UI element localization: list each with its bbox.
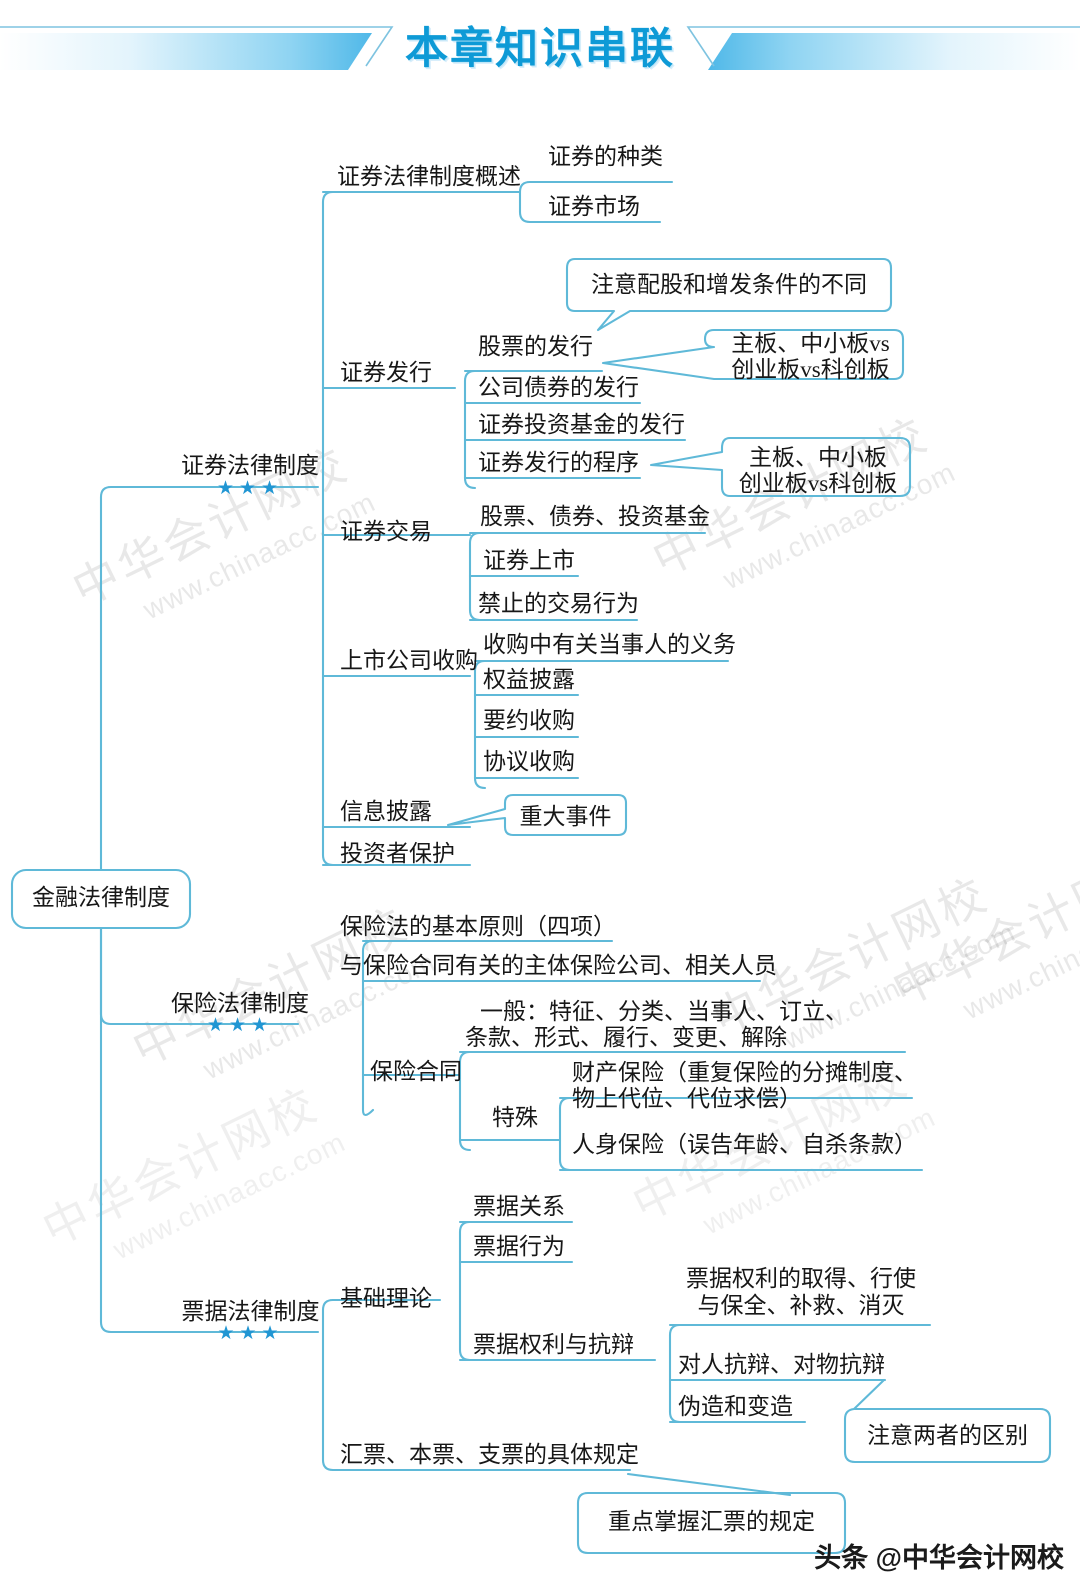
node-forgery-alteration: 伪造和变造 bbox=[678, 1394, 793, 1419]
node-general-contract-line1: 一般：特征、分类、当事人、订立、 bbox=[480, 999, 848, 1024]
node-stock-issuance: 股票的发行 bbox=[478, 334, 593, 359]
banner-band-left bbox=[0, 33, 372, 70]
node-basic-theory: 基础理论 bbox=[340, 1286, 432, 1311]
callout-board-compare-1-line1: 主板、中小板vs bbox=[731, 331, 890, 356]
brand-watermark: 头条 @中华会计网校 bbox=[814, 1536, 1064, 1575]
node-bill-rights-acquisition-line1: 票据权利的取得、行使 bbox=[686, 1266, 916, 1291]
banner-outline-left bbox=[0, 26, 394, 67]
branch-insurance-label: 保险法律制度 bbox=[171, 991, 309, 1016]
node-tender-offer: 要约收购 bbox=[483, 708, 575, 733]
node-securities-overview: 证券法律制度概述 bbox=[337, 164, 521, 189]
node-property-insurance-line1: 财产保险（重复保险的分摊制度、 bbox=[572, 1060, 917, 1085]
node-fund-issuance: 证券投资基金的发行 bbox=[478, 412, 685, 437]
node-negotiated-acquisition: 协议收购 bbox=[483, 749, 575, 774]
callout-board-compare-1-line2: 创业板vs科创板 bbox=[731, 357, 890, 382]
node-acquirer-obligations: 收购中有关当事人的义务 bbox=[483, 632, 736, 657]
banner-outline-right bbox=[686, 26, 1080, 67]
branch-securities-stars: ★★★ bbox=[216, 477, 284, 499]
brand-prefix: 头条 bbox=[814, 1543, 869, 1573]
banner-band-right bbox=[708, 33, 1080, 70]
brand-name: @中华会计网校 bbox=[875, 1543, 1064, 1573]
node-bill-rights-defense: 票据权利与抗辩 bbox=[473, 1332, 634, 1357]
node-bill-relationship: 票据关系 bbox=[473, 1194, 565, 1219]
branch-insurance-stars: ★★★ bbox=[206, 1014, 274, 1036]
node-bill-rights-acquisition-line2: 与保全、补救、消灭 bbox=[697, 1293, 905, 1318]
node-property-insurance-line2: 物上代位、代位求偿） bbox=[572, 1086, 802, 1111]
node-special-contract: 特殊 bbox=[492, 1105, 538, 1130]
node-securities-market: 证券市场 bbox=[548, 194, 640, 219]
branch-negotiable-stars: ★★★ bbox=[217, 1322, 284, 1344]
branch-securities-label: 证券法律制度 bbox=[181, 453, 319, 478]
node-information-disclosure: 信息披露 bbox=[340, 799, 432, 824]
node-securities-listing: 证券上市 bbox=[483, 548, 575, 573]
callout-major-events: 重大事件 bbox=[519, 804, 612, 829]
node-issuance-procedure: 证券发行的程序 bbox=[478, 450, 639, 475]
node-investor-protection: 投资者保护 bbox=[340, 841, 455, 866]
callout-focus-draft: 重点掌握汇票的规定 bbox=[608, 1509, 815, 1534]
branch-negotiable-label: 票据法律制度 bbox=[181, 1299, 320, 1324]
node-insurance-contract: 保险合同 bbox=[370, 1059, 462, 1084]
node-draft-promissory-check: 汇票、本票、支票的具体规定 bbox=[340, 1442, 639, 1467]
callout-rights-issue-note: 注意配股和增发条件的不同 bbox=[591, 272, 867, 297]
callout-board-compare-2-line1: 主板、中小板 bbox=[749, 445, 887, 470]
root-node-label: 金融法律制度 bbox=[32, 885, 170, 910]
node-equity-disclosure: 权益披露 bbox=[483, 667, 575, 692]
node-life-insurance: 人身保险（误告年龄、自杀条款） bbox=[572, 1132, 917, 1157]
node-securities-trading: 证券交易 bbox=[340, 519, 432, 544]
node-listed-company-acquisition: 上市公司收购 bbox=[340, 648, 478, 673]
node-stock-bond-fund: 股票、债券、投资基金 bbox=[480, 504, 710, 529]
callout-board-compare-2-line2: 创业板vs科创板 bbox=[738, 471, 898, 496]
node-bill-behavior: 票据行为 bbox=[473, 1234, 565, 1259]
node-bond-issuance: 公司债券的发行 bbox=[478, 375, 639, 400]
node-prohibited-trading: 禁止的交易行为 bbox=[478, 591, 639, 616]
node-personal-object-defense: 对人抗辩、对物抗辩 bbox=[678, 1352, 885, 1377]
header-banner: 本章知识串联 bbox=[0, 0, 1080, 96]
node-general-contract-line2: 条款、形式、履行、变更、解除 bbox=[465, 1025, 787, 1050]
page-title: 本章知识串联 bbox=[405, 24, 675, 74]
callout-note-difference: 注意两者的区别 bbox=[867, 1423, 1028, 1448]
node-insurance-principles: 保险法的基本原则（四项） bbox=[340, 914, 616, 939]
node-securities-types: 证券的种类 bbox=[548, 144, 663, 169]
banner-shapes bbox=[0, 26, 1080, 70]
node-insurance-parties: 与保险合同有关的主体保险公司、相关人员 bbox=[340, 953, 777, 978]
node-securities-issuance: 证券发行 bbox=[340, 360, 432, 385]
